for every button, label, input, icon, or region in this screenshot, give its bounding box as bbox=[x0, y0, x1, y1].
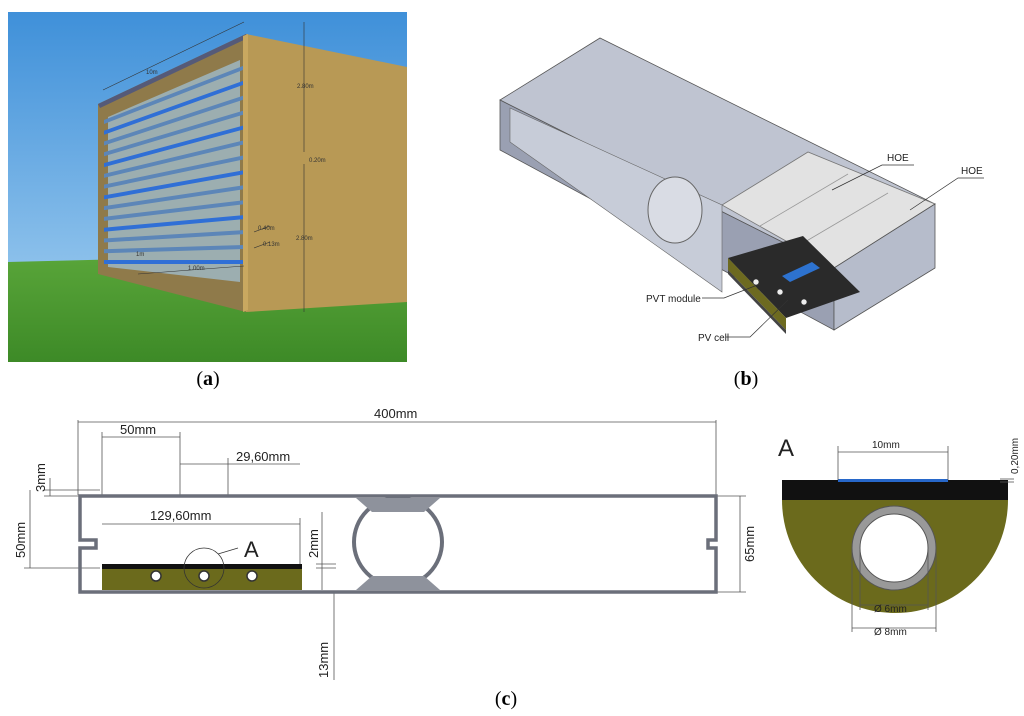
detail-dim-8mm: Ø 8mm bbox=[874, 627, 907, 638]
louver-slat bbox=[104, 154, 248, 189]
tube-fillet-bottom bbox=[356, 576, 440, 590]
pipe-hole bbox=[776, 288, 784, 296]
detail-letter-a: A bbox=[778, 435, 794, 462]
central-tube bbox=[647, 176, 703, 244]
section-pipe bbox=[198, 570, 210, 582]
pvt-module-front bbox=[728, 258, 786, 330]
dim-2mm: 2mm bbox=[306, 529, 321, 558]
dim-3mm: 3mm bbox=[33, 463, 48, 492]
facade-rendering: 10m 2.80m 0.20m 2.80m 0.40m 0.13m 1.00m … bbox=[8, 12, 407, 362]
louver-slat bbox=[104, 64, 248, 124]
pipe-hole bbox=[800, 298, 808, 306]
pvt-module-edge bbox=[728, 270, 786, 334]
detail-dim-0-20mm: 0,20mm bbox=[1010, 438, 1021, 474]
dim-65mm: 65mm bbox=[742, 526, 757, 562]
dim-50mm-vertical: 50mm bbox=[13, 522, 28, 558]
section-pipe bbox=[150, 570, 162, 582]
louver-slat bbox=[104, 260, 248, 264]
dim-13mm: 13mm bbox=[316, 642, 331, 678]
detail-a: A 10mm 0,20mm Ø 6mm Ø 8mm bbox=[778, 435, 1021, 638]
roof-edge bbox=[98, 34, 248, 108]
label-pv-cell: PV cell bbox=[698, 333, 729, 344]
profile-3d: HOE HOE PVT module PV cell bbox=[499, 37, 984, 344]
profile-outline bbox=[78, 494, 718, 594]
panel-c: 400mm 50mm 29,60mm 129,60mm A 3mm 50mm 2… bbox=[0, 400, 1024, 690]
corner-post bbox=[243, 34, 248, 312]
louver-slat bbox=[104, 124, 248, 168]
detail-dim-6mm: Ø 6mm bbox=[874, 604, 907, 615]
tube-fillet-top bbox=[356, 498, 440, 512]
louver-slat bbox=[104, 109, 248, 157]
louver-slat bbox=[104, 244, 248, 254]
panel-a: 10m 2.80m 0.20m 2.80m 0.40m 0.13m 1.00m … bbox=[8, 12, 407, 362]
detail-pv-cell bbox=[838, 479, 948, 482]
caption-a-letter: a bbox=[203, 368, 213, 390]
dim-slat-a: 0.40m bbox=[258, 226, 275, 232]
louver-slat bbox=[104, 214, 248, 232]
label-hoe-2: HOE bbox=[961, 166, 983, 177]
dim-width: 1.00m bbox=[188, 266, 205, 272]
label-pvt-module: PVT module bbox=[646, 294, 701, 305]
dim-height-top: 2.80m bbox=[297, 84, 314, 90]
pv-cell bbox=[782, 262, 820, 282]
section-pv-layer bbox=[102, 564, 302, 569]
dim-gap: 0.20m bbox=[309, 158, 326, 164]
louver-slat bbox=[104, 139, 248, 178]
louver-slat bbox=[104, 199, 248, 221]
dim-height-bottom: 2.80m bbox=[296, 236, 313, 242]
dim-29-60mm: 29,60mm bbox=[236, 449, 290, 464]
caption-a: (a) bbox=[196, 368, 220, 390]
detail-pipe-inner bbox=[859, 513, 929, 583]
dim-slat-b: 0.13m bbox=[263, 242, 280, 248]
caption-c-letter: c bbox=[501, 688, 511, 710]
building-side-wall bbox=[246, 34, 407, 312]
louver-slats bbox=[104, 64, 248, 264]
dim-129-60mm: 129,60mm bbox=[150, 508, 211, 523]
cross-section-drawing: 400mm 50mm 29,60mm 129,60mm A 3mm 50mm 2… bbox=[13, 406, 1021, 680]
louver-slat bbox=[104, 169, 248, 200]
pipe-hole bbox=[752, 278, 760, 286]
detail-pv-layer bbox=[782, 480, 1008, 500]
detail-dim-10mm: 10mm bbox=[872, 440, 900, 451]
dim-400mm: 400mm bbox=[374, 406, 417, 421]
louver-slat bbox=[104, 229, 248, 243]
caption-b: (b) bbox=[733, 368, 759, 390]
profile-end-face bbox=[833, 203, 936, 331]
louver-slat bbox=[104, 184, 248, 211]
louver-slat bbox=[104, 94, 248, 146]
detail-circle bbox=[183, 547, 225, 589]
louver-slat bbox=[104, 79, 248, 135]
profile-interior bbox=[509, 107, 723, 293]
panel-b: HOE HOE PVT module PV cell bbox=[490, 30, 1010, 350]
section-pipe bbox=[246, 570, 258, 582]
dim-bottom-small: 1m bbox=[136, 252, 144, 258]
detail-ref-a: A bbox=[244, 537, 259, 562]
dim-50mm: 50mm bbox=[120, 422, 156, 437]
label-hoe-1: HOE bbox=[887, 153, 909, 164]
caption-c: (c) bbox=[494, 688, 518, 710]
dim-length: 10m bbox=[146, 70, 158, 76]
caption-b-letter: b bbox=[740, 368, 752, 390]
